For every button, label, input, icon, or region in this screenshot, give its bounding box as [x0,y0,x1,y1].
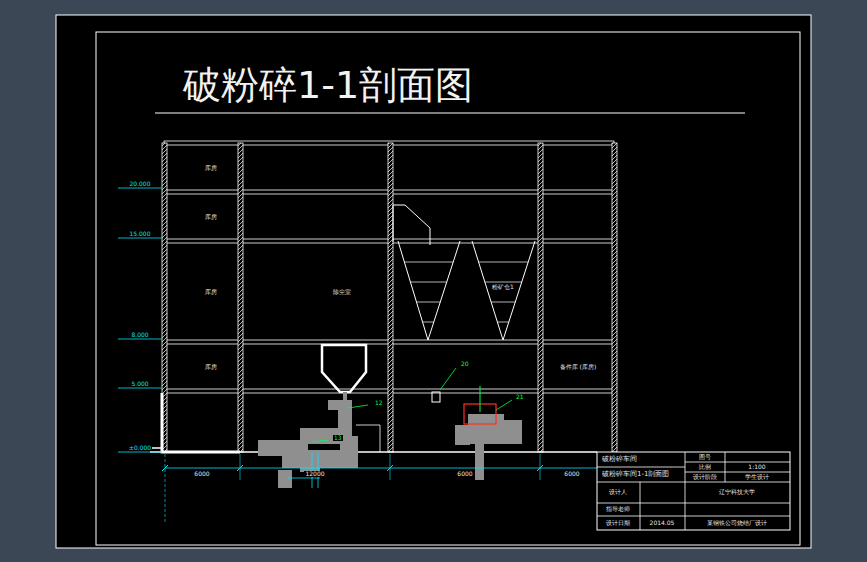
extension-line [540,454,541,480]
bin [322,345,366,392]
hopper-cone [472,241,535,340]
elevation: 20.000 [129,181,152,188]
hopper-tier [479,262,529,263]
hopper-tier [485,282,522,283]
machine-part [328,400,352,410]
table-rule [597,503,790,504]
table-rule [685,462,790,463]
outlet [432,392,440,402]
table-cell: 1:100 [747,464,766,471]
table-cell: 设计阶段 [692,474,718,481]
elevation: 8.000 [130,332,149,339]
leader-line [496,400,512,410]
dimension: 6000 [456,471,473,478]
dimension: 12000 [304,471,325,478]
table-cell: 设计人 [608,489,628,496]
elevation-line [118,452,162,453]
room-name: 库房 [205,165,217,172]
table-cell: 设计日期 [605,520,631,527]
elevation-line [118,188,162,189]
dust-hood [393,205,430,245]
machine-part [278,470,292,488]
table-cell: 破粉碎车间1-1剖面图 [601,470,670,478]
table-cell: 辽宁科技大学 [718,489,756,496]
table-cell: 比例 [698,464,712,471]
column-wall [238,143,243,452]
leader-line [440,368,456,390]
elevation-line [118,388,162,389]
elevation-line [118,238,162,239]
table-rule [685,452,686,530]
table-rule [685,472,790,473]
hopper-tier [404,262,453,263]
elevation: ±0.000 [128,445,152,452]
table-cell: 指导老师 [605,506,631,513]
room-box: 库房 [166,145,239,191]
hopper-tier [497,322,508,323]
column-wall [538,143,543,452]
callout-number: 20 [460,361,470,368]
ground-wall [162,393,240,452]
room-box: 库房 [166,344,239,390]
column-wall [612,143,617,452]
pipe-line [288,478,320,479]
bin-name: 粉矿仓1 [491,284,515,291]
elevation-line [118,339,162,340]
table-cell: 2014.05 [649,520,676,527]
table-cell: 破粉碎车间 [601,455,638,463]
table-cell: 学生设计 [744,474,770,481]
room-name: 库房 [205,214,217,221]
dimension: 6000 [563,471,580,478]
callout-number: 12 [374,400,384,407]
extension-line [165,454,166,522]
callout-number: 13 [333,435,343,442]
hopper-cone [398,241,460,340]
table-cell: 某钢铁公司烧结厂设计 [706,520,768,527]
hopper-tier [416,302,440,303]
crusher-part [455,425,470,445]
leader-line [312,440,328,442]
title-block [597,452,790,530]
room-box: 备件库 (库房) [543,344,613,390]
leader-line [348,405,368,408]
table-cell: 图号 [698,454,712,461]
paper [56,15,811,548]
elevation: 15.000 [129,231,152,238]
extension-line [390,454,391,480]
room-box: 库房 [166,194,239,240]
room-box: 库房 [166,243,239,341]
room-box: 除尘室 [243,243,389,341]
title-underline [155,113,745,114]
room-name: 备件库 (库房) [560,364,597,371]
crusher-part [475,440,484,480]
crusher-axis [480,386,481,412]
hopper-tier [423,322,434,323]
elevation: 5.000 [130,381,149,388]
hopper-tier [491,302,515,303]
callout-number: 21 [515,394,525,401]
drawing-title: 破粉碎1-1剖面图 [183,64,473,108]
crusher-part [468,414,504,444]
hopper-tier [410,282,446,283]
chute [343,392,347,400]
table-rule [597,467,685,468]
machine-part [340,436,358,468]
room-name: 库房 [205,289,217,296]
column-wall [388,143,393,452]
table-rule [597,482,790,483]
inner-frame [96,32,800,545]
platform-line [356,425,380,452]
extension-line [240,454,241,480]
room-name: 库房 [205,364,217,371]
dimension: 6000 [193,471,210,478]
table-rule [725,452,726,482]
room-name: 除尘室 [333,289,351,296]
table-rule [640,482,641,530]
table-rule [597,516,790,517]
